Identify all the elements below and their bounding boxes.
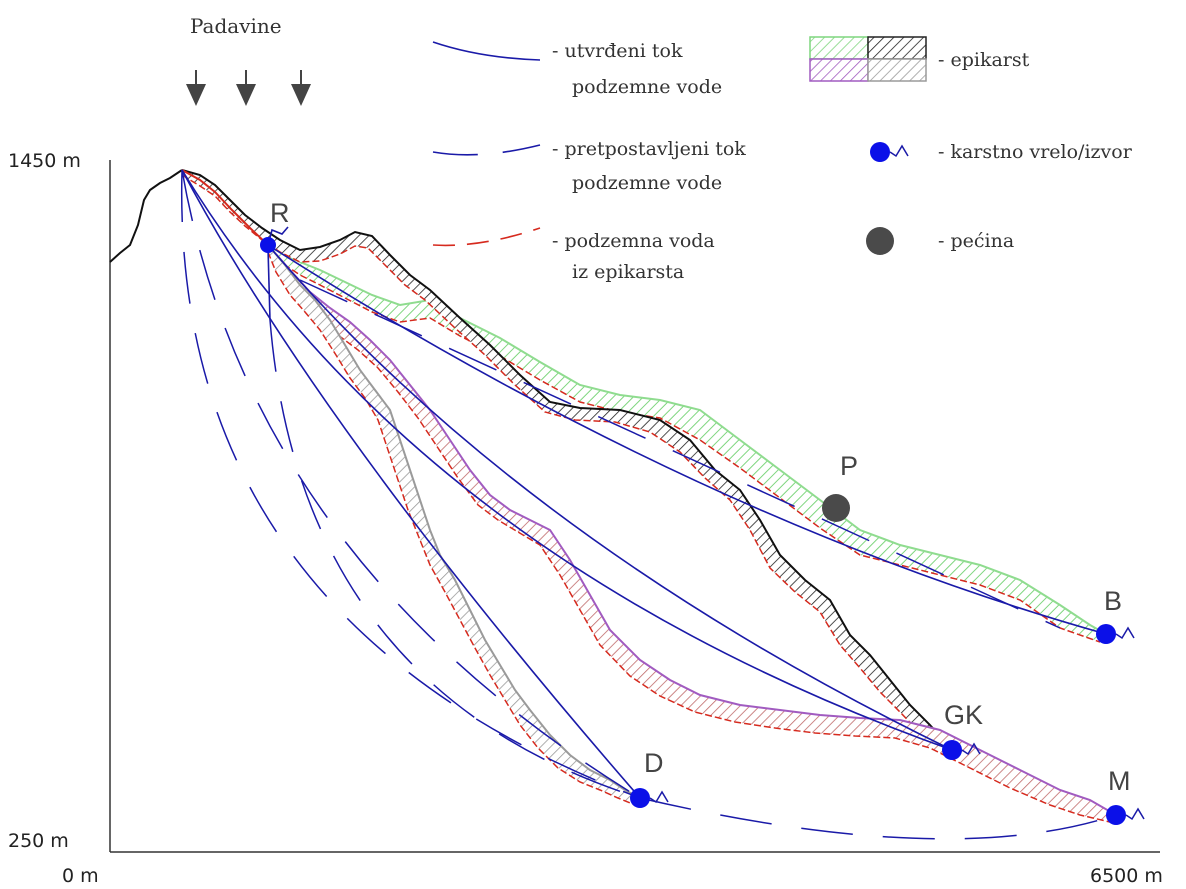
purple-surface-line (267, 244, 1117, 816)
legend-dashed-text-1: - pretpostavljeni tok (552, 138, 746, 160)
spring-d (630, 788, 669, 808)
legend-epikarst-text: - epikarst (938, 49, 1030, 71)
green-surface-line (267, 244, 1107, 635)
solid-flow-summit-to-gk (181, 169, 953, 751)
springs (260, 237, 1145, 825)
epikarst-band-black (182, 170, 945, 748)
legend-epikarst-flow-line (432, 227, 541, 247)
legend-epikarst-swatch (809, 36, 927, 82)
legend: - utvrđeni tok podzemne vode - pretposta… (432, 36, 1133, 283)
cave-p (822, 494, 850, 522)
rain-arrow-icon (291, 70, 311, 106)
epikarst-flow-summit (181, 169, 269, 246)
spring-r (260, 237, 276, 253)
point-labels: R P B GK D M (270, 198, 1131, 796)
legend-epikarst-flow-text-1: - podzemna voda (552, 230, 715, 252)
rain-arrow-icon (236, 70, 256, 106)
label-b: B (1104, 586, 1122, 616)
epikarst-flow-black (181, 174, 941, 749)
legend-cave-icon (866, 227, 894, 255)
dashed-flow-far-left (180, 169, 641, 799)
y-axis-top-label: 1450 m (8, 150, 81, 172)
legend-spring-text: - karstno vrelo/izvor (938, 141, 1133, 163)
epikarst-flow-purple (267, 251, 1111, 823)
spring-m (1106, 805, 1145, 825)
terrain-profiles (109, 169, 1117, 823)
epikarst-band-grey (268, 245, 640, 805)
spring-gk (942, 740, 981, 760)
dashed-flow-d-to-m (639, 797, 1117, 840)
legend-solid-line (432, 41, 541, 61)
legend-dashed-line (432, 144, 541, 156)
dashed-flow-from-r (269, 319, 641, 799)
established-flows (181, 169, 1107, 799)
legend-dashed-text-2: podzemne vode (572, 172, 722, 194)
dashed-flow-left (181, 169, 641, 799)
precipitation-label: Padavine (190, 14, 282, 38)
label-p: P (840, 451, 858, 481)
x-axis-left-label: 0 m (62, 865, 99, 887)
epikarst-flow-grey (267, 251, 636, 806)
legend-epikarst-flow-text-2: iz epikarsta (572, 261, 684, 283)
black-surface-line (181, 169, 946, 743)
legend-spring-icon (870, 142, 909, 162)
legend-solid-text-2: podzemne vode (572, 76, 722, 98)
epikarst-band-purple (268, 245, 1116, 822)
grey-surface-line (267, 244, 641, 799)
x-axis-right-label: 6500 m (1090, 865, 1163, 887)
label-gk: GK (944, 700, 983, 730)
rain-arrow-icon (186, 70, 206, 106)
mountain-peak-profile (109, 169, 183, 263)
precipitation-group: Padavine (186, 14, 311, 106)
solid-flow-summit-to-d (181, 169, 641, 799)
label-r: R (270, 198, 290, 228)
y-axis-bottom-label: 250 m (8, 830, 69, 852)
axes: 1450 m 250 m 0 m 6500 m (8, 150, 1163, 887)
solid-flow-r-to-gk (267, 244, 953, 751)
spring-b (1096, 624, 1135, 644)
legend-solid-text-1: - utvrđeni tok (552, 40, 683, 62)
solid-vertical-r (267, 247, 271, 321)
label-d: D (644, 748, 664, 778)
legend-cave-text: - pećina (938, 230, 1014, 252)
solid-flow-r-to-b (267, 244, 1107, 635)
dashed-flow-to-b (299, 279, 1061, 629)
label-m: M (1108, 766, 1131, 796)
assumed-flows (180, 169, 1117, 840)
